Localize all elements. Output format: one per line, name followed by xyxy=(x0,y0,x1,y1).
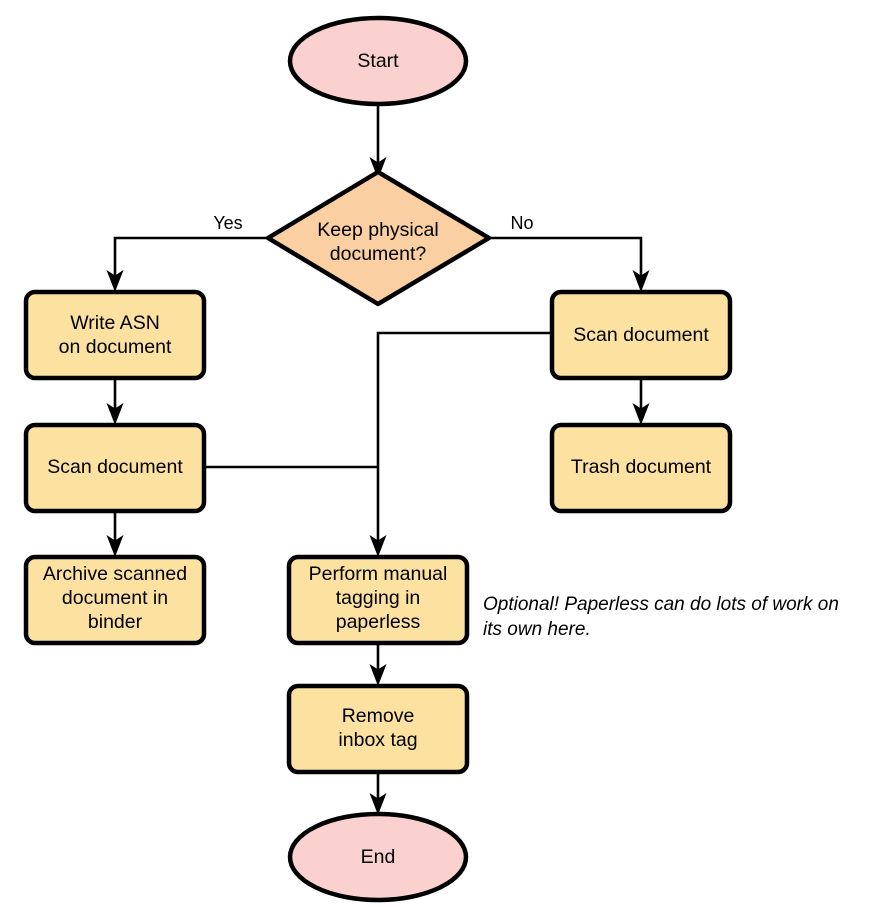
node-remove-inbox-tag[interactable]: Remove inbox tag xyxy=(286,683,470,775)
node-end[interactable]: End xyxy=(287,811,469,903)
annotation-optional-note: Optional! Paperless can do lots of work … xyxy=(483,594,839,640)
connector-remove-inbox-to-end xyxy=(369,772,387,815)
write-asn-box-shape xyxy=(23,289,207,381)
start-ellipse-shape xyxy=(287,15,469,107)
edge-label-yes: Yes xyxy=(213,213,242,233)
node-write-asn-on-document[interactable]: Write ASN on document xyxy=(23,289,207,381)
connector-decision-no-to-scan-right xyxy=(489,236,650,292)
connector-start-to-decision xyxy=(369,104,387,179)
archive-label-line1: Archive scanned xyxy=(43,563,187,585)
remove-inbox-label-line2: inbox tag xyxy=(338,729,417,751)
write-asn-label-line2: on document xyxy=(59,336,172,358)
node-start[interactable]: Start xyxy=(287,15,469,107)
annotation-line1: Optional! Paperless can do lots of work … xyxy=(483,594,839,615)
node-scan-document-left[interactable]: Scan document xyxy=(23,422,207,514)
connector-scan-right-to-tagging xyxy=(369,331,552,557)
tagging-label-line2: tagging in xyxy=(336,587,421,609)
decision-diamond-shape xyxy=(265,169,492,307)
decision-label-line1: Keep physical xyxy=(317,219,438,241)
start-label: Start xyxy=(357,50,399,72)
node-archive-scanned-document[interactable]: Archive scanned document in binder xyxy=(23,554,207,646)
node-perform-manual-tagging[interactable]: Perform manual tagging in paperless xyxy=(286,554,470,646)
node-trash-document[interactable]: Trash document xyxy=(549,422,733,514)
scan-document-right-label: Scan document xyxy=(573,324,709,346)
tagging-box-shape xyxy=(286,554,470,646)
node-decision-keep-physical-document[interactable]: Keep physical document? xyxy=(265,169,492,307)
remove-inbox-label-line1: Remove xyxy=(342,705,415,727)
scan-document-right-box-shape xyxy=(549,289,733,381)
connector-scan-right-to-trash xyxy=(632,378,650,425)
scan-document-left-box-shape xyxy=(23,422,207,514)
scan-document-left-label: Scan document xyxy=(47,456,183,478)
trash-document-box-shape xyxy=(549,422,733,514)
end-label: End xyxy=(361,846,396,868)
archive-label-line2: document in xyxy=(62,587,168,609)
connector-tagging-to-remove-inbox xyxy=(369,643,387,686)
edge-label-no: No xyxy=(510,213,533,233)
archive-label-line3: binder xyxy=(88,611,143,633)
trash-document-label: Trash document xyxy=(571,456,712,478)
archive-box-shape xyxy=(23,554,207,646)
connector-write-asn-to-scan-left xyxy=(106,378,124,425)
connector-decision-yes-to-write-asn xyxy=(106,236,268,292)
tagging-label-line3: paperless xyxy=(336,611,421,633)
end-ellipse-shape xyxy=(287,811,469,903)
remove-inbox-tag-box-shape xyxy=(286,683,470,775)
node-scan-document-right[interactable]: Scan document xyxy=(549,289,733,381)
connector-scan-left-to-archive xyxy=(106,511,124,557)
tagging-label-line1: Perform manual xyxy=(309,563,448,585)
annotation-line2: its own here. xyxy=(483,619,591,640)
decision-label-line2: document? xyxy=(330,243,427,265)
write-asn-label-line1: Write ASN xyxy=(70,312,160,334)
